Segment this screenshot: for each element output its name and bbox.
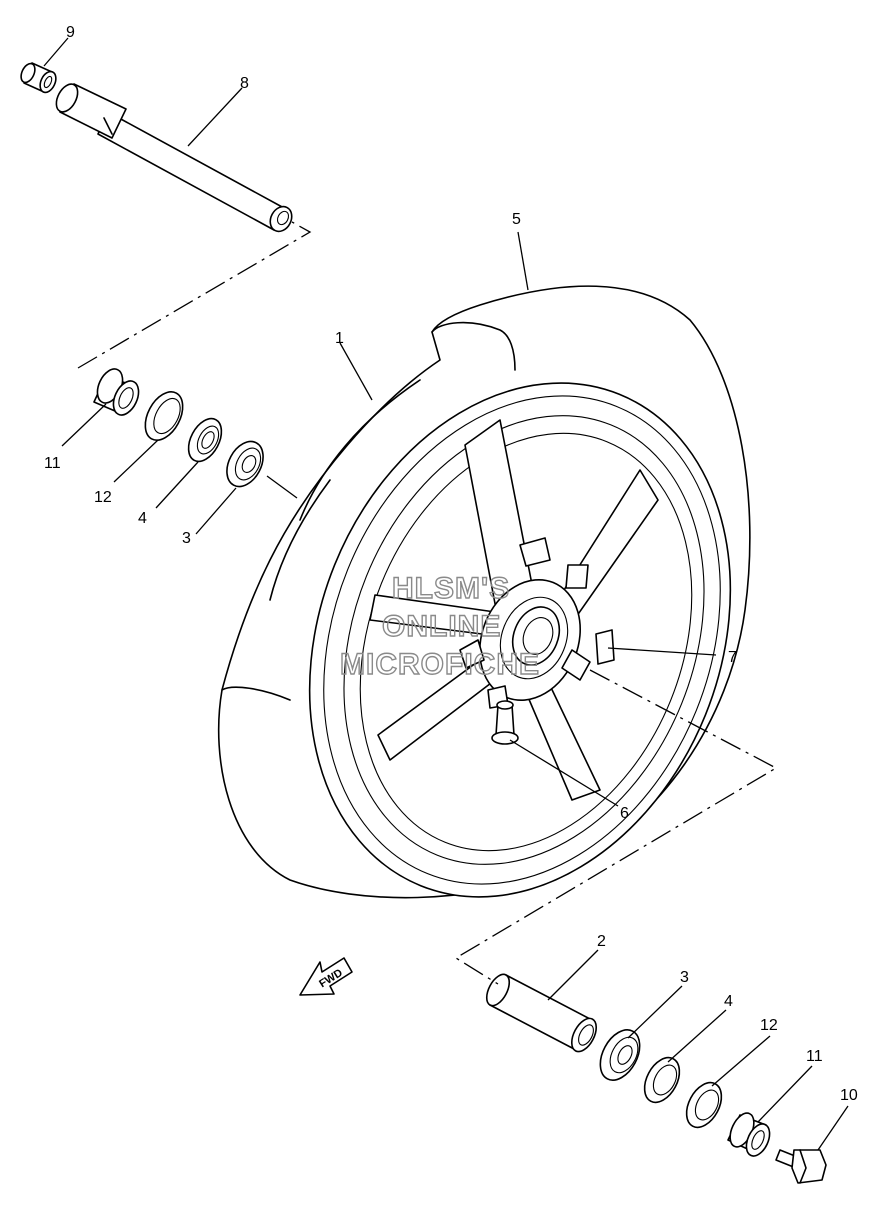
watermark: HLSM'S ONLINE MICROFICHE bbox=[339, 571, 540, 681]
callout-3-right: 3 bbox=[680, 969, 689, 986]
collar-part-11-left[interactable] bbox=[92, 365, 143, 419]
wheel-spokes bbox=[369, 419, 659, 801]
callout-11-right: 11 bbox=[806, 1048, 823, 1065]
bolt-part-10[interactable] bbox=[775, 1149, 827, 1184]
callout-labels: 9 8 5 1 11 12 4 3 7 6 2 3 4 12 11 10 bbox=[44, 24, 858, 1104]
collar-part-11-right[interactable] bbox=[725, 1109, 774, 1159]
callout-1: 1 bbox=[335, 330, 344, 347]
spacer-part-4-right[interactable] bbox=[637, 1052, 686, 1108]
bearing-part-3-right[interactable] bbox=[592, 1023, 647, 1087]
callout-11-left: 11 bbox=[44, 455, 61, 472]
spacer-part-4-left[interactable] bbox=[182, 413, 228, 467]
axle-part-8[interactable] bbox=[52, 81, 296, 236]
oil-seal-part-12-right[interactable] bbox=[679, 1077, 728, 1133]
watermark-line-3: MICROFICHE bbox=[340, 648, 540, 681]
callout-5: 5 bbox=[512, 211, 521, 228]
callout-4-left: 4 bbox=[138, 510, 147, 527]
callout-4-right: 4 bbox=[724, 993, 733, 1010]
wheel-assembly bbox=[217, 285, 751, 899]
callout-8: 8 bbox=[240, 75, 249, 92]
callout-6: 6 bbox=[620, 805, 629, 822]
oil-seal-part-12-left[interactable] bbox=[138, 386, 191, 447]
callout-3-left: 3 bbox=[182, 530, 191, 547]
callout-12-right: 12 bbox=[760, 1017, 778, 1034]
callout-2: 2 bbox=[597, 933, 606, 950]
callout-9: 9 bbox=[66, 24, 75, 41]
bearing-part-3-left[interactable] bbox=[220, 435, 271, 492]
axle-nut-part-9[interactable] bbox=[18, 61, 59, 95]
watermark-line-1: HLSM'S bbox=[392, 572, 510, 605]
callout-12-left: 12 bbox=[94, 489, 112, 506]
spacer-part-2[interactable] bbox=[482, 971, 601, 1056]
callout-10: 10 bbox=[840, 1087, 858, 1104]
axis-line-top bbox=[77, 221, 312, 369]
leader-lines bbox=[43, 37, 849, 1151]
axis-line-hub bbox=[454, 669, 778, 985]
balance-weight-part-7[interactable] bbox=[595, 629, 615, 665]
watermark-line-2: ONLINE bbox=[382, 610, 501, 643]
callout-7: 7 bbox=[728, 649, 737, 666]
fwd-direction-arrow: FWD bbox=[299, 957, 353, 996]
